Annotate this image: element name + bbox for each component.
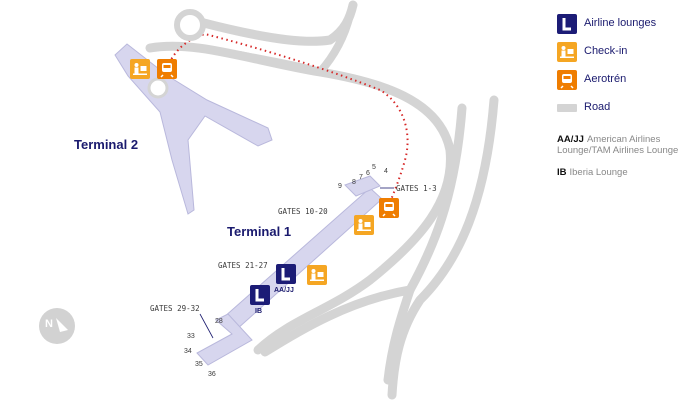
gate-7: 7: [359, 174, 363, 181]
gates-10-20-label: GATES 10-20: [278, 207, 328, 216]
gate-35: 35: [195, 361, 203, 368]
road-icon: [557, 104, 577, 112]
legend-item-lounges: Airline lounges: [557, 14, 682, 34]
note-code: AA/JJ: [557, 134, 584, 145]
legend-item-aerotren: Aerotrén: [557, 70, 682, 90]
lounge-ib-label: IB: [255, 308, 262, 315]
road-north: [195, 0, 358, 46]
train-icon: [557, 70, 577, 90]
gate-36: 36: [208, 371, 216, 378]
t2-circle: [147, 77, 169, 99]
road-east-long: [383, 103, 467, 385]
terminal-2-building: [114, 9, 273, 215]
gate-34: 34: [184, 348, 192, 355]
gate-4: 4: [384, 168, 388, 175]
lounge-icon: [557, 14, 577, 34]
note-text: Iberia Lounge: [569, 167, 628, 178]
note-code: IB: [557, 167, 567, 178]
t2-train-icon: [157, 59, 177, 79]
road-east-outer: [387, 95, 499, 400]
compass-circle: [39, 308, 75, 344]
t1-checkin-icon-south: [307, 265, 327, 285]
legend-item-checkin: Check-in: [557, 42, 682, 62]
lounge-aa-icon: [276, 264, 296, 284]
t1-train-icon: [379, 198, 399, 218]
gate-8: 8: [352, 179, 356, 186]
lounge-ib-icon: [250, 285, 270, 305]
gate-5: 5: [372, 164, 376, 171]
lounge-aa-label: AA/JJ: [274, 287, 294, 294]
note-text: American Airlines Lounge/TAM Airlines Lo…: [557, 134, 679, 156]
roads: [145, 0, 499, 400]
legend: Airline lounges Check-in Aerotrén Road A…: [557, 14, 682, 189]
legend-label: Airline lounges: [584, 17, 657, 29]
t2-roundabout: [174, 9, 206, 41]
terminal-2-label: Terminal 2: [74, 137, 138, 152]
t1-south-pier: [196, 313, 253, 366]
gate-labels: GATES 1-3 GATES 10-20 GATES 21-27 GATES …: [150, 184, 437, 313]
t1-checkin-icon-north: [354, 215, 374, 235]
legend-label: Check-in: [584, 45, 628, 57]
gates-1-3-label: GATES 1-3: [396, 184, 437, 193]
compass: N: [39, 308, 75, 344]
road-inner-north: [236, 11, 354, 76]
gates-21-27-label: GATES 21-27: [218, 261, 268, 270]
legend-label: Road: [584, 101, 611, 113]
legend-label: Aerotrén: [584, 73, 627, 85]
t2-checkin-icon: [130, 59, 150, 79]
legend-item-road: Road: [557, 98, 682, 118]
gate-28: 28: [215, 318, 223, 325]
gate-33: 33: [187, 333, 195, 340]
road-south: [260, 285, 415, 357]
gates-29-32-leader: [199, 313, 214, 339]
checkin-icon: [557, 42, 577, 62]
terminal-1-label: Terminal 1: [227, 224, 291, 239]
compass-north-label: N: [45, 318, 53, 330]
gate-6: 6: [366, 170, 370, 177]
gates-29-32-label: GATES 29-32: [150, 304, 200, 313]
gate-9: 9: [338, 183, 342, 190]
gate-numbers: 9 8 7 6 5 4 28 33 34 35 36: [184, 164, 388, 378]
t1-gate-arm-top: [344, 175, 381, 197]
compass-arrow-icon: [56, 318, 68, 332]
